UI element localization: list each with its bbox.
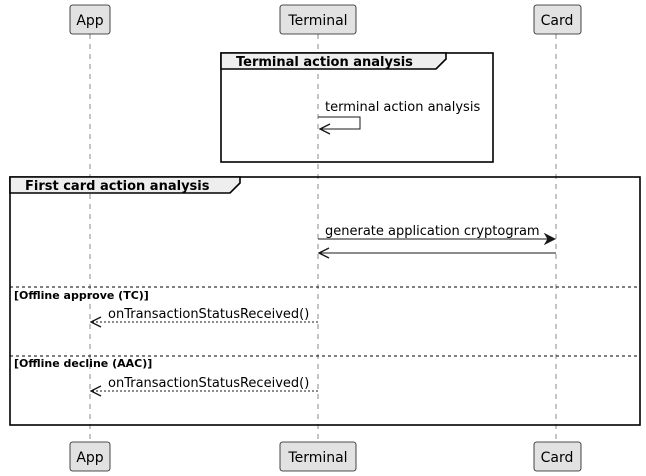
- participant-app-label: App: [76, 450, 103, 466]
- participant-card-top: Card: [533, 4, 582, 35]
- message-label: generate application cryptogram: [325, 224, 540, 239]
- participant-app-top: App: [69, 4, 111, 35]
- self-message-terminal-action-analysis: terminal action analysis: [318, 100, 480, 129]
- condition-label: [Offline approve (TC)]: [14, 289, 149, 302]
- participant-card-bottom: Card: [533, 441, 582, 472]
- condition-label: [Offline decline (AAC)]: [14, 357, 152, 370]
- message-label: terminal action analysis: [325, 100, 480, 115]
- participant-terminal-top: Terminal: [279, 4, 357, 35]
- message-label: onTransactionStatusReceived(): [108, 307, 309, 322]
- group-first-card-action-analysis: First card action analysis: [9, 176, 641, 426]
- group-title: Terminal action analysis: [236, 55, 413, 70]
- participant-terminal-label: Terminal: [287, 13, 347, 29]
- participant-app-bottom: App: [69, 441, 111, 472]
- participant-card-label: Card: [541, 13, 574, 29]
- participant-app-label: App: [76, 13, 103, 29]
- alt-section-offline-decline: [Offline decline (AAC)] onTransactionSta…: [10, 355, 640, 391]
- participant-terminal-bottom: Terminal: [279, 441, 357, 472]
- alt-section-offline-approve: [Offline approve (TC)] onTransactionStat…: [10, 286, 640, 322]
- group-title: First card action analysis: [25, 179, 210, 194]
- message-label: onTransactionStatusReceived(): [108, 376, 309, 391]
- participant-terminal-label: Terminal: [287, 450, 347, 466]
- participant-card-label: Card: [541, 450, 574, 466]
- group-terminal-action-analysis: Terminal action analysis: [220, 52, 494, 163]
- message-generate-application-cryptogram: generate application cryptogram: [318, 224, 555, 239]
